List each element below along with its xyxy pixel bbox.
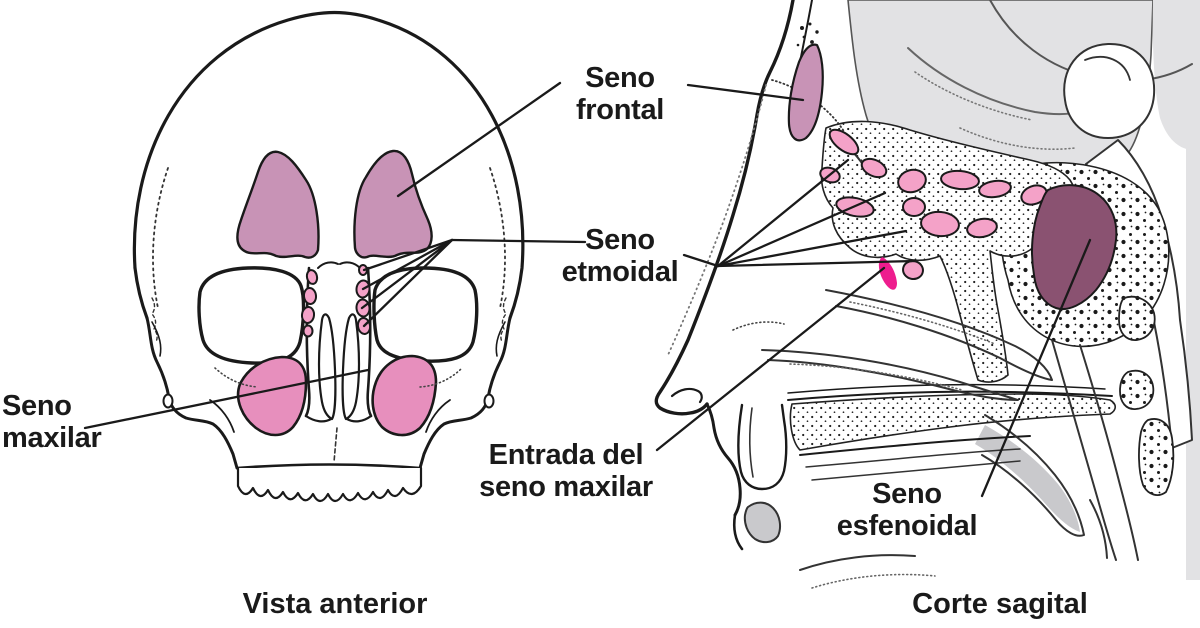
label-seno-frontal: Seno frontal (575, 62, 665, 127)
label-entrada-seno-maxilar: Entrada del seno maxilar (479, 439, 653, 504)
temporal-line-right (489, 167, 506, 309)
leader-frontal-right (686, 83, 805, 102)
pharynx-wall-2 (1079, 344, 1139, 561)
nose-profile (654, 0, 795, 416)
frontal-sinus-left-anterior (236, 150, 320, 259)
nasal-bone-left (317, 313, 337, 421)
ethmoid-cells-anterior (300, 264, 372, 338)
sphenoid-sinus (1031, 184, 1118, 310)
leader-ethmoid-right-2 (716, 191, 887, 268)
leader-ethmoid-left-1 (362, 238, 454, 272)
orbit-left (197, 266, 306, 365)
leader-maxillary (83, 368, 370, 430)
leader-sphenoid (980, 238, 1092, 498)
label-seno-esfenoidal: Seno esfenoidal (836, 478, 978, 543)
leader-ethmoid-left-4 (362, 238, 454, 328)
frontal-sinus-sagittal (787, 43, 824, 142)
lower-lip-gray (743, 501, 782, 544)
anterior-skull-view (132, 10, 525, 503)
label-seno-etmoidal: Seno etmoidal (561, 224, 679, 289)
cranium-outline (132, 10, 525, 320)
maxillary-sinus-right-anterior (371, 354, 438, 437)
leader-lines (83, 81, 1092, 498)
leader-ethmoid-right-4 (716, 259, 917, 268)
leader-frontal-left (396, 81, 562, 198)
face-outline-right (418, 316, 512, 470)
temporal-line-left (152, 167, 169, 309)
nasal-bone-right (341, 313, 361, 421)
face-outline-left (145, 316, 239, 470)
caption-corte-sagital: Corte sagital (912, 588, 1088, 620)
nostril-curve (670, 387, 703, 404)
orbit-right (372, 266, 479, 363)
maxillary-sinus-left-anterior (236, 355, 308, 437)
caption-vista-anterior: Vista anterior (242, 588, 428, 620)
leader-ethmoid-right-3 (716, 229, 908, 268)
frontal-sinus-right-anterior (353, 149, 433, 259)
leader-ethmoid-left-3 (360, 238, 454, 310)
sagittal-head-view (654, 0, 1200, 589)
soft-palate-line (981, 414, 1085, 537)
incisor-tooth (737, 403, 788, 491)
ear-canal-right (483, 393, 495, 409)
label-seno-maxilar: Seno maxilar (2, 390, 102, 455)
middle-turbinate (825, 289, 1053, 381)
vertebra-stipple-patches (1118, 295, 1175, 496)
leader-ethmoid-right-stem (682, 253, 720, 268)
maxillary-sinus-entrance (878, 257, 897, 290)
sella-bone (1063, 42, 1156, 139)
leader-entrance (655, 266, 886, 452)
leader-ethmoid-right-1 (716, 158, 850, 268)
posterior-gray-edge (1186, 120, 1200, 580)
ear-canal-left (162, 393, 174, 409)
leader-ethmoid-left-2 (361, 238, 454, 291)
leader-ethmoid-left-stem (450, 238, 587, 244)
upper-teeth (235, 463, 422, 470)
pharynx-wall-1 (1051, 339, 1117, 561)
nasal-aperture-right (366, 266, 373, 418)
